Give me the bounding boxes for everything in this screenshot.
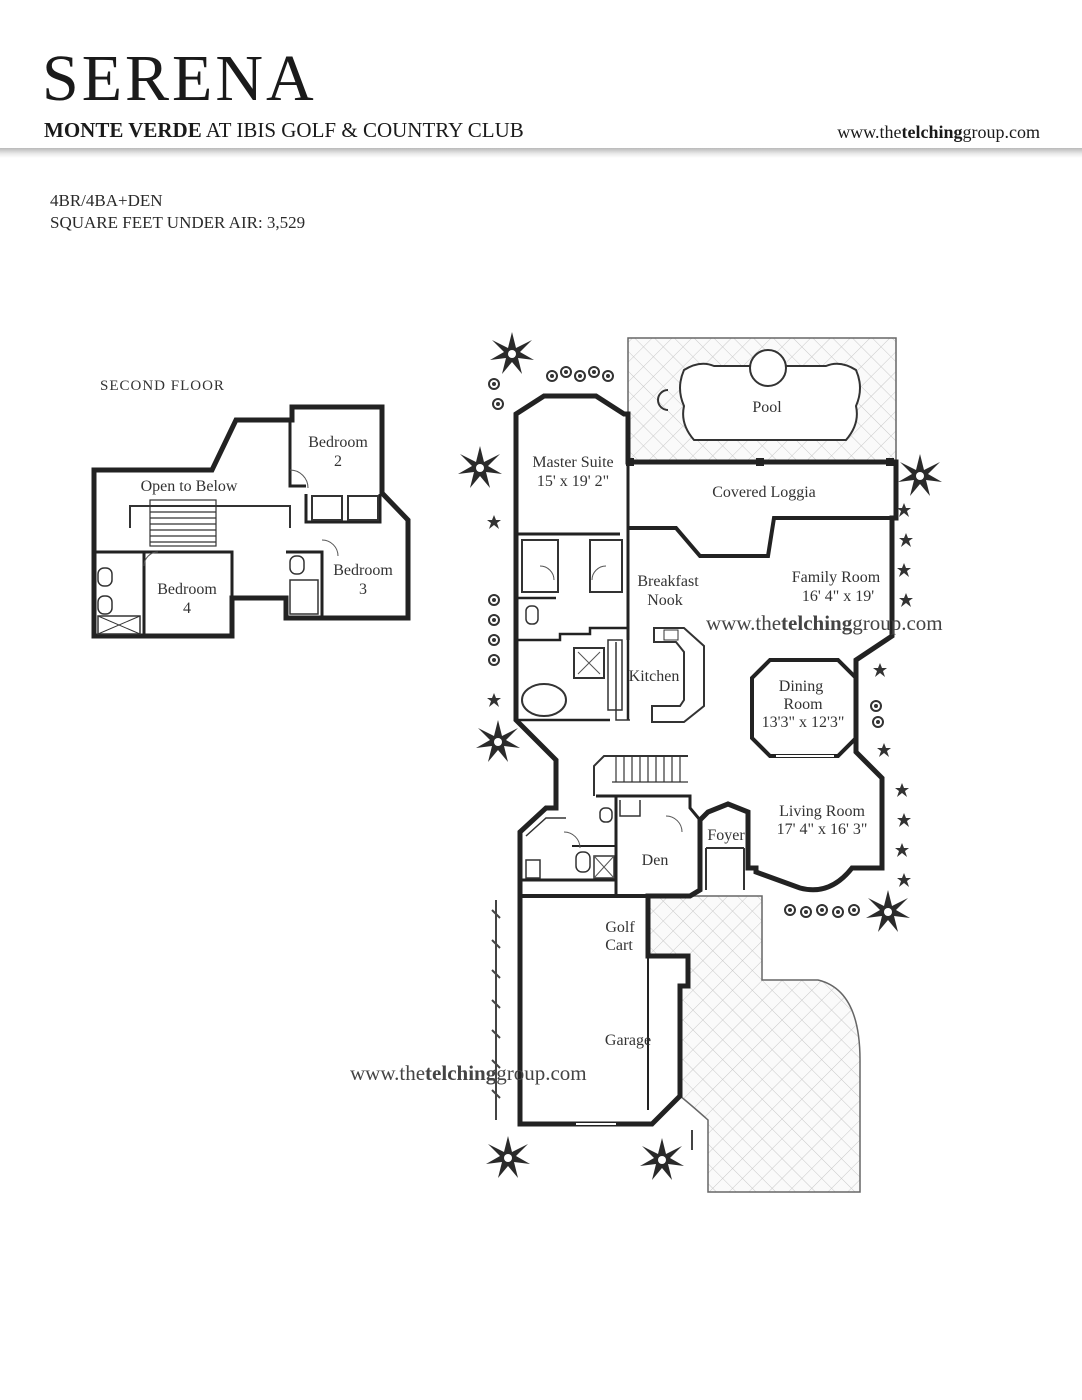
square-feet: SQUARE FEET UNDER AIR: 3,529	[50, 213, 306, 232]
bed-bath-count: 4BR/4BA+DEN	[50, 191, 163, 210]
golf-cart-label-2: Cart	[605, 937, 633, 954]
dining-room-label: Dining	[779, 678, 823, 695]
bedroom-3-number: 3	[359, 581, 367, 598]
website-link[interactable]: www.thetelchinggroup.com	[837, 122, 1040, 142]
second-floor-plan: SECOND FLOOR Open to Below Bedr	[91, 378, 411, 639]
community-subtitle: MONTE VERDE AT IBIS GOLF & COUNTRY CLUB	[44, 118, 524, 143]
dining-room-label-2: Room	[783, 696, 823, 713]
breakfast-nook-label: Breakfast	[637, 573, 699, 590]
bedroom-4-label: Bedroom	[157, 581, 217, 598]
den-label: Den	[642, 852, 669, 869]
page-title: SERENA	[42, 42, 317, 115]
breakfast-nook-label-2: Nook	[647, 592, 683, 609]
kitchen-label: Kitchen	[629, 668, 680, 685]
staircase	[593, 755, 688, 796]
watermark-upper: www.thetelchinggroup.com	[706, 611, 943, 635]
covered-loggia-label: Covered Loggia	[712, 484, 816, 501]
watermark-lower: www.thetelchinggroup.com	[350, 1061, 587, 1085]
living-room-dimensions: 17' 4" x 16' 3"	[777, 821, 868, 838]
spa-icon	[749, 349, 787, 387]
living-room-label: Living Room	[779, 803, 865, 820]
family-room-dimensions: 16' 4" x 19'	[802, 588, 874, 605]
garage-label: Garage	[605, 1032, 651, 1049]
bedroom-4-number: 4	[183, 600, 191, 617]
bedroom-3-label: Bedroom	[333, 562, 393, 579]
dining-room-walls	[750, 658, 858, 758]
master-suite-dimensions: 15' x 19' 2"	[537, 473, 609, 490]
first-floor-plan: Pool	[458, 332, 942, 1193]
club-name: AT IBIS GOLF & COUNTRY CLUB	[201, 118, 524, 142]
golf-cart-label: Golf	[605, 919, 635, 936]
second-floor-label: SECOND FLOOR	[100, 378, 225, 394]
header-divider	[0, 148, 1082, 158]
landscaping	[458, 332, 942, 1180]
open-to-below-label: Open to Below	[141, 478, 238, 495]
master-suite-label: Master Suite	[532, 454, 613, 471]
bedroom-2-label: Bedroom	[308, 434, 368, 451]
bedroom-2-number: 2	[334, 453, 342, 470]
header-band	[0, 0, 1082, 150]
dining-room-dimensions: 13'3" x 12'3"	[762, 714, 845, 731]
kitchen-counter	[651, 627, 705, 723]
community-name: MONTE VERDE	[44, 118, 202, 142]
family-room-label: Family Room	[792, 569, 881, 586]
pool-label: Pool	[752, 399, 782, 416]
home-specs: 4BR/4BA+DEN SQUARE FEET UNDER AIR: 3,529	[50, 190, 305, 234]
foyer-label: Foyer	[707, 827, 745, 844]
